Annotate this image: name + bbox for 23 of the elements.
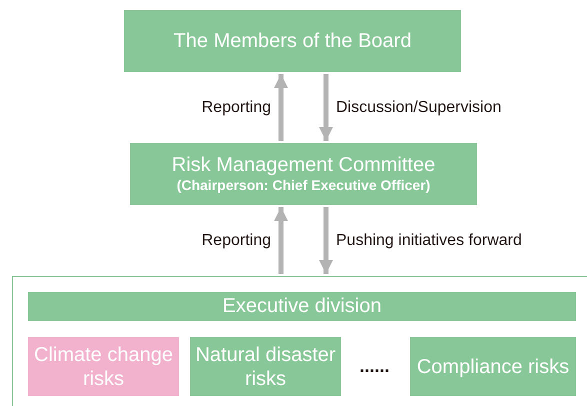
arrow <box>319 207 333 274</box>
process-box <box>130 143 477 205</box>
box-title: Natural disaster risks <box>194 342 337 390</box>
box-title: Executive division <box>222 294 382 319</box>
box-subtitle: (Chairperson: Chief Executive Officer) <box>176 177 430 195</box>
box-title: Climate change risks <box>33 342 174 390</box>
process-box <box>28 292 576 321</box>
box-title: Compliance risks <box>416 354 570 378</box>
process-box <box>190 337 341 396</box>
ellipsis-dots: ...... <box>358 355 390 378</box>
box-title: Risk Management Committee <box>172 153 436 178</box>
process-box <box>410 337 576 396</box>
edge-label: Reporting <box>202 98 271 118</box>
arrow <box>274 74 288 141</box>
box-title: The Members of the Board <box>174 29 412 53</box>
group-frame <box>12 276 587 406</box>
arrow <box>274 207 288 274</box>
process-box <box>28 337 179 396</box>
edge-label: Reporting <box>202 230 271 250</box>
edge-label: Discussion/Supervision <box>336 98 502 118</box>
process-box <box>124 10 461 72</box>
edge-label: Pushing initiatives forward <box>336 230 522 250</box>
arrow <box>319 74 333 141</box>
